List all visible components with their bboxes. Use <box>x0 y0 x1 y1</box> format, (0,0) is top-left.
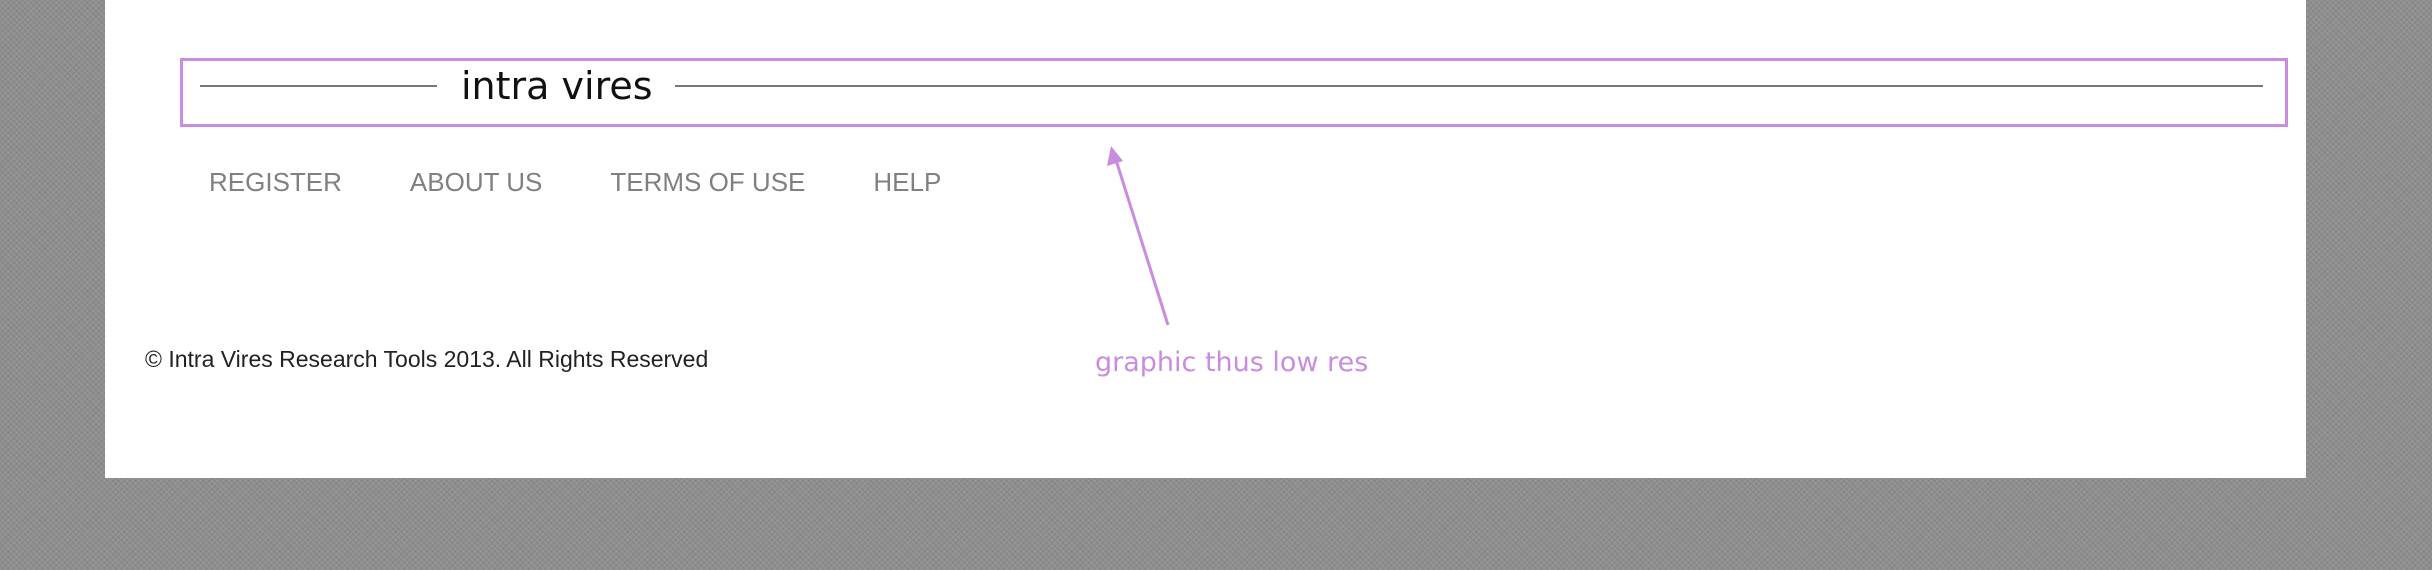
banner-rule-left <box>200 85 437 87</box>
footer-copyright: © Intra Vires Research Tools 2013. All R… <box>145 346 709 372</box>
header-banner-graphic: intra vires <box>180 58 2288 127</box>
site-logo-text[interactable]: intra vires <box>461 64 653 108</box>
nav-link-register[interactable]: REGISTER <box>209 167 342 197</box>
nav-link-terms-of-use[interactable]: TERMS OF USE <box>610 167 806 197</box>
main-nav: REGISTER ABOUT US TERMS OF USE HELP <box>209 166 1009 198</box>
banner-rule-right <box>675 85 2263 87</box>
nav-link-about-us[interactable]: ABOUT US <box>409 167 543 197</box>
annotation-note: graphic thus low res <box>1095 347 1369 378</box>
nav-link-help[interactable]: HELP <box>873 167 942 197</box>
page-container: intra vires REGISTER ABOUT US TERMS OF U… <box>105 0 2306 478</box>
